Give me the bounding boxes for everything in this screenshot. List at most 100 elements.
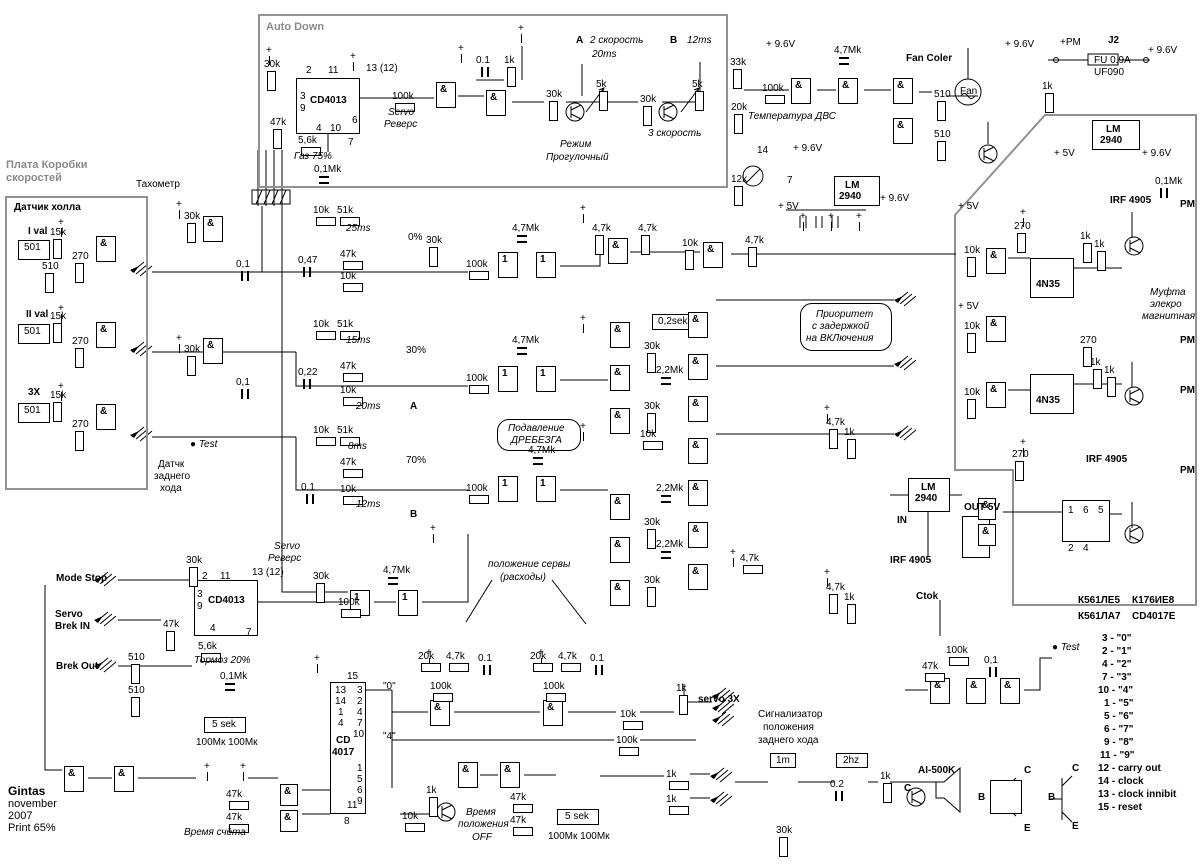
supply-plus: + [176,199,182,210]
resistor-icon [405,823,425,832]
supply-stub [243,772,244,781]
logic-gate-and: & [610,365,630,391]
supply-plus: + [266,45,272,56]
schematic-label: 13 [335,685,347,696]
supply-plus: + [58,381,64,392]
temp-sensor-icon [742,165,764,187]
supply-plus: + [58,303,64,314]
logic-gate-and: & [430,700,450,726]
schematic-label: 270 [1012,449,1029,460]
schematic-label: 2 скорость [590,35,644,46]
2hz-box [836,753,868,768]
schematic-label: "0" [383,681,396,692]
resistor-icon [395,103,415,112]
schematic-label: 10k [313,425,330,436]
logic-gate-and: & [486,90,506,116]
schematic-label: 5 [357,774,363,785]
schematic-label: FU 0.9A [1094,55,1131,66]
logic-gate-and: & [203,338,223,364]
schematic-label: 20k [530,651,547,662]
schematic-label: 30k [264,59,281,70]
schematic-label: CD4017E [1132,611,1176,622]
cd4013-bottom-box [194,580,258,636]
schematic-label: 2 - "1" [1102,646,1132,657]
schematic-label: 100Мк 100Мк [548,831,610,842]
logic-gate-buf: 1 [536,476,556,502]
resistor-icon [685,250,694,270]
logic-gate-and: & [610,408,630,434]
resistor-icon [1083,347,1092,367]
schematic-label: + 5V [778,201,799,212]
schematic-label: 30k [640,94,657,105]
capacitor-icon [388,577,398,585]
schematic-label: 11 [347,800,358,811]
logic-gate-and: & [688,354,708,380]
supply-stub [803,222,804,231]
connector-icon [711,711,735,727]
schematic-label: 10k [964,321,981,332]
credit-year: 2007 [8,810,33,822]
schematic-label: хода [160,483,182,494]
schematic-label: 1k [1042,81,1053,92]
schematic-label: 15k [50,227,67,238]
supply-stub [269,56,270,65]
schematic-label: 0.1 [478,653,492,664]
capacitor-icon [595,665,603,675]
schematic-label: 100k [543,681,565,692]
supply-stub [1023,448,1024,457]
schematic-label: 30k [184,344,201,355]
speaker-icon [935,766,961,814]
logic-gate-and: & [610,322,630,348]
schematic-label: 501 [24,242,41,253]
schematic-label: Реверс [268,553,302,564]
schematic-label: 14 [335,696,347,707]
schematic-label: 10k [313,205,330,216]
schematic-label: Датчик холла [14,202,81,213]
schematic-label: 30k [644,575,661,586]
schematic-label: 15 [347,671,359,682]
resistor-icon [937,101,946,121]
logic-gate-and: & [458,762,478,788]
resistor-icon [1093,369,1102,389]
resistor-icon [53,323,62,343]
resistor-icon [647,587,656,607]
schematic-label: 270 [72,336,89,347]
logic-gate-and: & [791,78,811,104]
logic-gate-and: & [114,766,134,792]
schematic-label: положения [763,722,814,733]
schematic-label: 1k [666,794,677,805]
schematic-label: UF090 [1094,67,1125,78]
logic-gate-and: & [838,78,858,104]
schematic-label: C [904,783,912,794]
resistor-icon [733,69,742,89]
schematic-label: Servo [388,107,415,118]
schematic-label: 13 - clock innibit [1098,789,1177,800]
schematic-label: 270 [1080,335,1097,346]
resistor-icon [469,385,489,394]
supply-plus: + [580,421,586,432]
schematic-label: 100k [762,83,784,94]
schematic-label: 10 [330,123,342,134]
resistor-icon [316,331,336,340]
capacitor-icon [533,457,543,465]
logic-gate-and: & [688,480,708,506]
supply-plus: + [1020,437,1026,448]
resistor-icon [1107,377,1116,397]
schematic-label: 100k [466,483,488,494]
schematic-label: 5 - "6" [1104,711,1134,722]
schematic-label: 501 [24,326,41,337]
schematic-label: 3 [197,589,203,600]
logic-gate-and: & [893,78,913,104]
resistor-icon [847,604,856,624]
resistor-icon [847,439,856,459]
schematic-label: PM [1180,465,1195,476]
resistor-icon [1017,233,1026,253]
schematic-label: 15k [50,390,67,401]
schematic-label: 30k [644,401,661,412]
schematic-label: 8 [344,816,350,827]
supply-plus: + [856,211,862,222]
logic-gate-and: & [203,216,223,242]
resistor-icon [765,95,785,104]
logic-gate-and: & [978,524,996,546]
schematic-label: 1k [426,785,437,796]
